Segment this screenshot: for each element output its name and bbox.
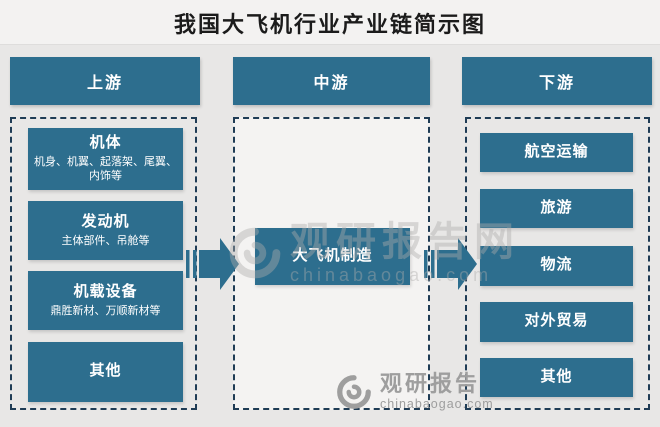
- node-title: 对外贸易: [524, 313, 589, 330]
- watermark-domain: chinabaogao.com: [380, 397, 494, 411]
- upstream-header: 上游: [10, 57, 200, 105]
- midstream-node-manufacturing: 大飞机制造: [255, 228, 410, 285]
- node-title: 发动机: [81, 214, 130, 231]
- downstream-node-tourism: 旅游: [480, 189, 633, 228]
- striped-right-arrow-icon: [186, 238, 239, 290]
- title-band: [0, 0, 660, 45]
- node-title: 物流: [540, 257, 573, 274]
- node-subtitle: 鼎胜新材、万顺新材等: [50, 304, 161, 317]
- upstream-node-other: 其他: [28, 342, 183, 402]
- watermark-brand: 观研报告网: [380, 371, 506, 396]
- watermark-logo-icon: [337, 374, 371, 409]
- upstream-node-airframe: 机体 机身、机翼、起落架、尾翼、内饰等: [28, 128, 183, 190]
- downstream-node-air-transport: 航空运输: [480, 133, 633, 172]
- downstream-node-foreign-trade: 对外贸易: [480, 302, 633, 342]
- arrow-upstream-to-midstream: [186, 237, 240, 291]
- node-title: 大飞机制造: [292, 247, 373, 264]
- watermark-bottom: 观研报告网 chinabaogao.com: [336, 373, 505, 411]
- node-subtitle: 主体部件、吊舱等: [61, 234, 150, 247]
- node-title: 其他: [540, 368, 573, 385]
- striped-right-arrow-icon: [424, 238, 477, 290]
- downstream-header: 下游: [462, 57, 652, 105]
- downstream-node-other: 其他: [480, 358, 633, 397]
- node-title: 旅游: [540, 199, 573, 216]
- downstream-node-logistics: 物流: [480, 246, 633, 286]
- node-title: 机体: [89, 135, 122, 152]
- midstream-header: 中游: [233, 57, 430, 105]
- upstream-node-engine: 发动机 主体部件、吊舱等: [28, 201, 183, 260]
- node-title: 其他: [89, 363, 122, 380]
- upstream-node-avionics: 机载设备 鼎胜新材、万顺新材等: [28, 271, 183, 330]
- node-title: 航空运输: [524, 143, 589, 160]
- diagram-title: 我国大飞机行业产业链简示图: [173, 12, 486, 37]
- node-subtitle: 机身、机翼、起落架、尾翼、内饰等: [34, 155, 177, 183]
- node-title: 机载设备: [73, 284, 138, 301]
- arrow-midstream-to-downstream: [424, 237, 478, 291]
